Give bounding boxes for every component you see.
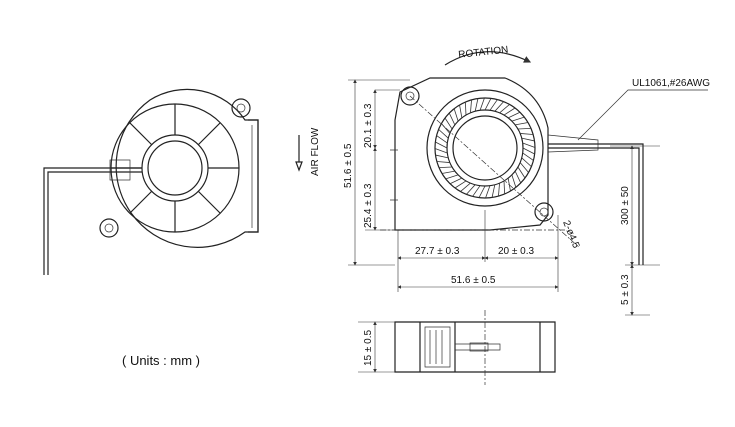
impeller-blade <box>441 123 451 134</box>
impeller-blade <box>515 122 529 126</box>
impeller-blade <box>521 137 535 142</box>
impeller-blade <box>448 112 456 126</box>
impeller-blade <box>494 101 504 112</box>
rotation-arrow <box>444 51 532 66</box>
impeller-blade <box>466 184 476 195</box>
impeller-blade <box>464 101 467 116</box>
rear-view <box>43 88 259 275</box>
impeller-blade <box>491 184 496 198</box>
impeller-blade <box>436 161 450 163</box>
impeller-blade <box>444 117 453 130</box>
impeller-blade <box>453 108 459 122</box>
front-view <box>380 77 599 249</box>
impeller-blade <box>522 152 534 161</box>
dim-width-total: 51.6 ± 0.5 <box>451 275 496 286</box>
cable-label: UL1061,#26AWG <box>632 78 710 89</box>
air-flow-label: AIR FLOW <box>310 127 321 176</box>
impeller-blade <box>474 98 479 112</box>
dim-height-upper: 20.1 ± 0.3 <box>363 103 374 148</box>
dim-hole: 2-ø4.5 <box>560 219 581 250</box>
impeller-blade <box>522 142 536 148</box>
impeller-blade <box>435 141 448 149</box>
impeller-blade <box>435 154 449 159</box>
dim-height-total: 51.6 ± 0.5 <box>343 143 354 188</box>
air-flow-indicator <box>295 135 303 172</box>
impeller-blade <box>514 170 522 184</box>
impeller-blade <box>479 97 485 111</box>
vertical-dimensions <box>348 79 410 266</box>
impeller-blade <box>472 185 481 197</box>
impeller-blade <box>449 177 463 185</box>
impeller-blade <box>470 99 472 113</box>
dim-thickness: 15 ± 0.5 <box>363 329 374 366</box>
impeller-blade <box>517 166 526 179</box>
impeller-blade <box>499 104 510 114</box>
impeller-blade <box>478 185 486 198</box>
impeller-blade <box>522 147 535 155</box>
impeller-blade <box>484 98 492 111</box>
impeller-blade <box>520 133 534 135</box>
side-view <box>358 310 556 385</box>
impeller-blade <box>460 182 471 192</box>
impeller-blade <box>511 174 517 188</box>
impeller-blade <box>498 183 500 197</box>
impeller-blade <box>445 174 459 180</box>
units-note: ( Units : mm ) <box>122 353 200 368</box>
impeller-blade <box>441 170 455 174</box>
impeller-blade <box>489 99 498 111</box>
dim-width-right: 20 ± 0.3 <box>498 246 535 257</box>
cable-leader <box>548 89 708 316</box>
impeller-blade <box>503 107 516 116</box>
impeller-blade <box>503 180 506 195</box>
dim-lead-length: 300 ± 50 <box>620 186 631 225</box>
impeller-blade <box>507 111 521 119</box>
impeller-blade <box>521 157 532 167</box>
dim-width-left: 27.7 ± 0.3 <box>415 246 460 257</box>
dim-height-lower: 25.4 ± 0.3 <box>363 183 374 228</box>
impeller-blade <box>434 148 448 154</box>
impeller-blade <box>517 127 532 130</box>
impeller-blade <box>438 166 453 169</box>
impeller-blade <box>519 162 529 173</box>
impeller-blades <box>434 97 536 199</box>
impeller-blade <box>485 185 491 199</box>
horizontal-dimensions <box>397 210 559 292</box>
impeller-blade <box>436 135 448 144</box>
impeller-blade <box>511 116 525 122</box>
impeller-blade <box>438 129 449 139</box>
dim-lead-strip: 5 ± 0.3 <box>620 274 631 305</box>
impeller-blade <box>454 180 467 189</box>
rotation-label: ROTATION <box>458 45 509 61</box>
impeller-blade <box>459 104 463 118</box>
